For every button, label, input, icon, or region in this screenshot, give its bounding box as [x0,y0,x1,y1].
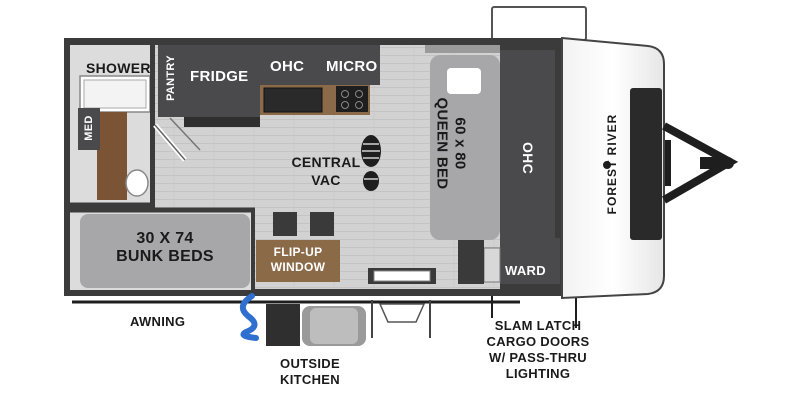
central-vac-label-line2: VAC [311,172,341,188]
cargo-label-line2: CARGO DOORS [486,334,590,349]
ohc-micro-cabinet [260,45,380,85]
outside-kitchen-label-line2: KITCHEN [280,372,340,387]
bunk-beds-label-line1: 30 X 74 [136,230,194,247]
forest-river-emblem [603,161,611,169]
front-ohc-cabinet [500,50,555,238]
cooktop [336,86,368,112]
central-vac-label-line1: CENTRAL [291,154,361,170]
bunk-beds-label-line2: BUNK BEDS [116,248,214,265]
flip-up-label-line2: WINDOW [270,260,326,274]
ward-label: WARD [505,263,546,278]
pantry-label: PANTRY [165,55,177,101]
queen-bed-label-line2: QUEEN BED [433,97,451,190]
ohc-kitchen-label: OHC [270,58,305,75]
fridge-label: FRIDGE [190,68,249,85]
shower-label: SHOWER [86,60,151,76]
front-window [630,88,662,240]
queen-bed-label-line1: 60 x 80 [451,117,469,170]
bathroom-sink-cabinet [97,112,127,200]
hose [239,293,259,341]
flip-up-label-line1: FLIP-UP [273,245,323,259]
bedroom-divider [425,45,500,53]
fridge-cabinet [184,45,260,117]
outside-kitchen-unit [266,304,300,346]
dinette-table [256,240,340,282]
queen-bed [430,55,500,240]
pantry-cabinet [158,45,184,117]
micro-label: MICRO [326,58,378,75]
cargo-label-line1: SLAM LATCH [494,318,582,333]
cargo-label-line3: W/ PASS-THRU [489,350,587,365]
toilet [125,169,149,197]
footprint-icon [360,134,382,192]
wardrobe [500,238,560,284]
bunk-bed [80,214,250,288]
roof-vent [491,6,587,41]
outside-kitchen-label-line1: OUTSIDE [280,356,340,371]
cargo-label-line4: LIGHTING [505,366,571,381]
med-cabinet [78,108,100,150]
dinette-chair-right [310,212,334,236]
awning-label: AWNING [130,314,186,329]
kitchen-sink [263,87,323,113]
ohc-front-label: OHC [520,141,536,174]
med-label: MED [83,115,95,141]
bed-pillow [447,68,481,94]
dinette-chair-left [273,212,297,236]
forest-river-logo: FOREST RIVER [605,113,619,215]
